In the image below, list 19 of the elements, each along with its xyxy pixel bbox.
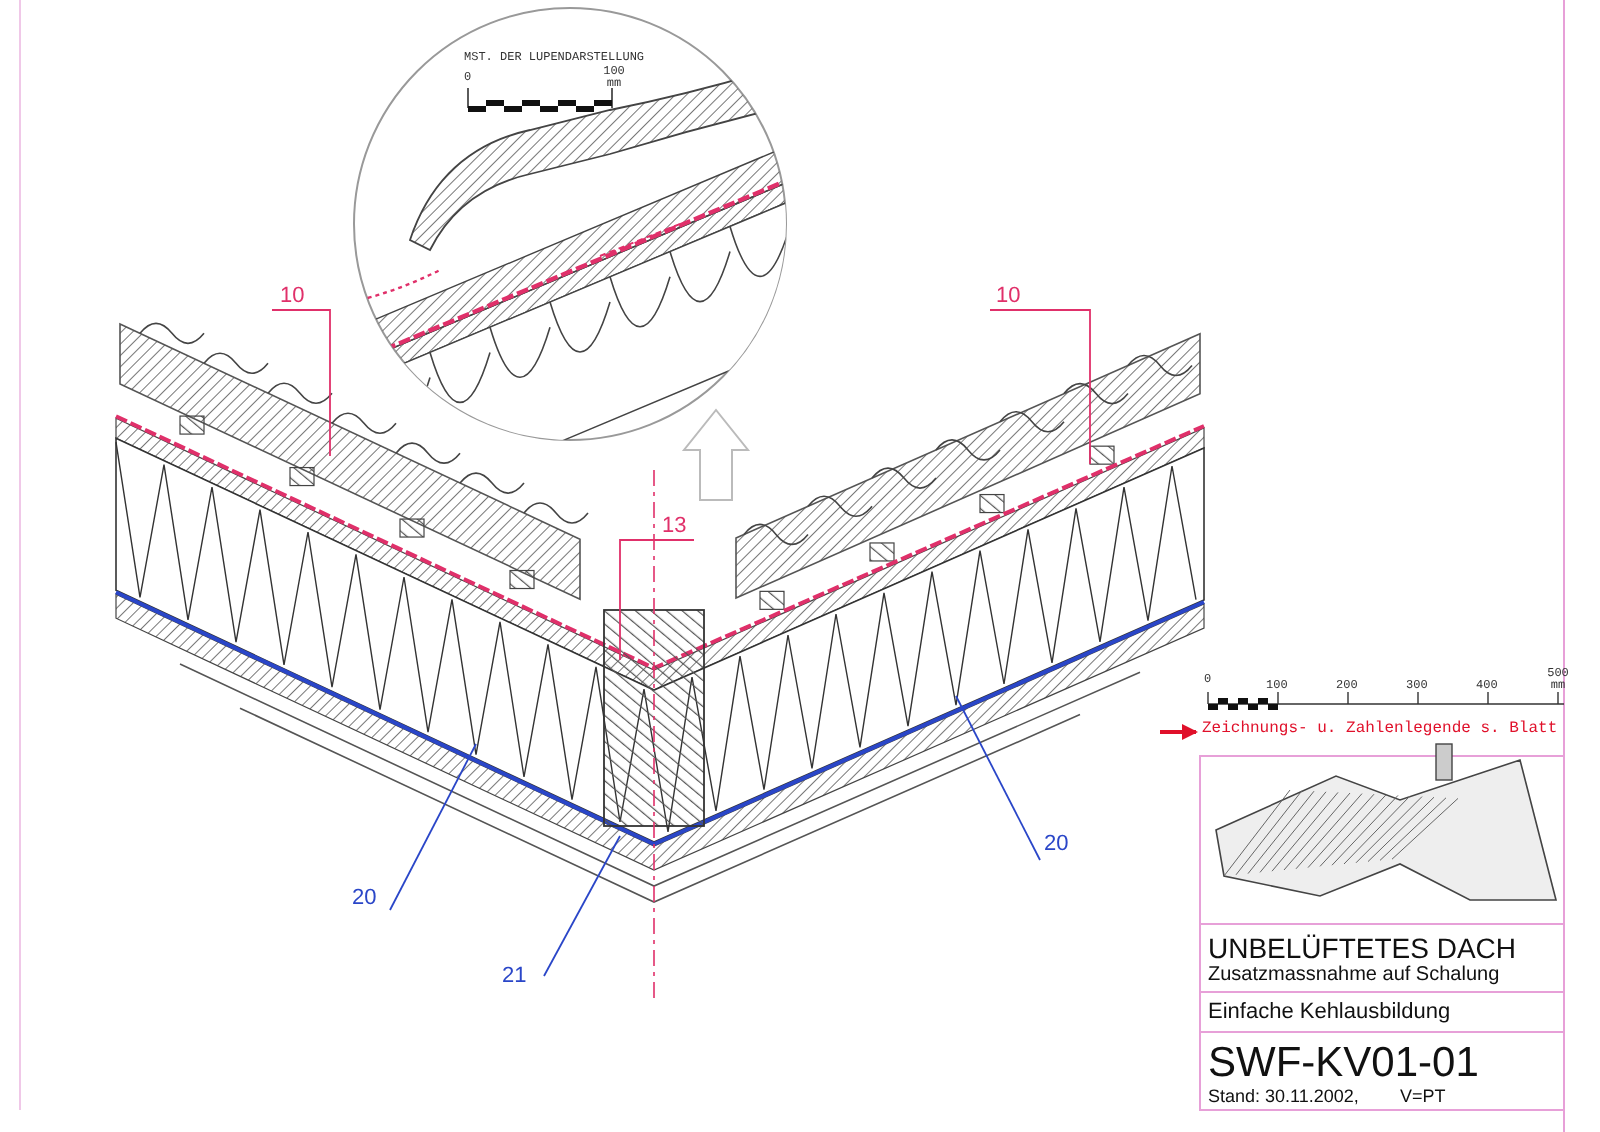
leader-line — [619, 539, 695, 661]
callout-number: 10 — [996, 286, 1021, 308]
callout-number: 20 — [352, 888, 377, 910]
callout-number: 20 — [1044, 834, 1069, 856]
date-note: Stand: 30.11.2002, — [1208, 1088, 1359, 1106]
leader-line — [989, 309, 1091, 465]
drawing-subtitle: Einfache Kehlausbildung — [1208, 1002, 1451, 1024]
leader-line — [955, 695, 1041, 861]
leader-line — [271, 309, 331, 457]
callout-number: 21 — [502, 966, 527, 988]
revision-note: V=PT — [1400, 1088, 1446, 1106]
drawing-subtitle: Zusatzmassnahme auf Schalung — [1208, 966, 1500, 986]
leader-line — [543, 835, 621, 977]
drawing-title: UNBELÜFTETES DACH — [1208, 934, 1517, 962]
callout-number: 10 — [280, 286, 305, 308]
legend-reference-note: Zeichnungs- u. Zahlenlegende s. Blatt — [1202, 722, 1558, 738]
leader-line — [389, 743, 477, 911]
drawing-number: SWF-KV01-01 — [1208, 1042, 1479, 1084]
callout-number: 13 — [662, 516, 687, 538]
